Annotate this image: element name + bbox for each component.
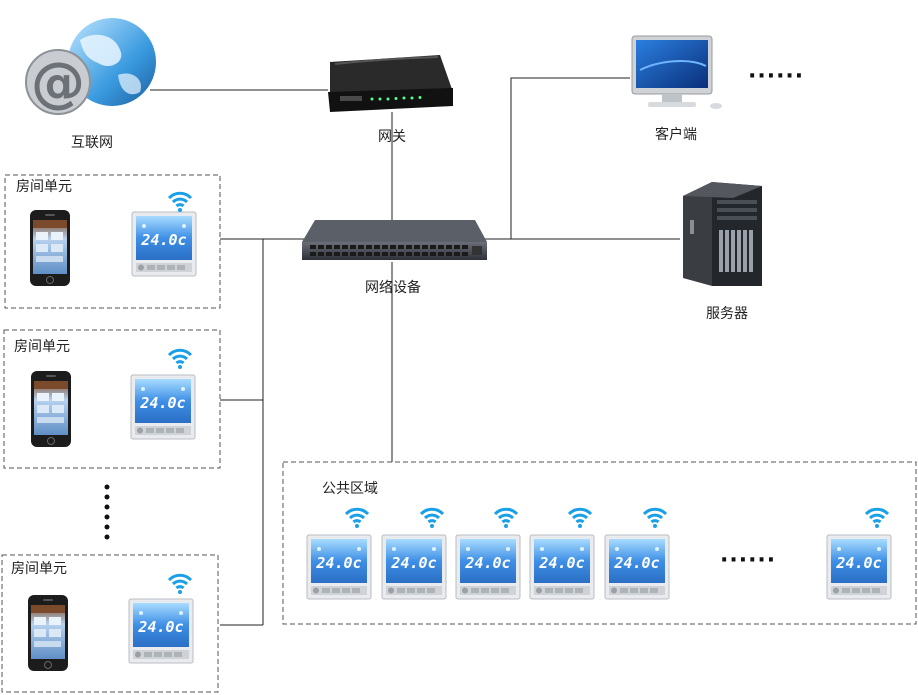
room-unit-label: 房间单元: [14, 339, 70, 355]
wifi-icon: [167, 573, 193, 596]
server-node: 服务器: [683, 182, 762, 322]
network-device-label: 网络设备: [365, 279, 421, 296]
thermostat-icon: [529, 534, 595, 600]
thermostat-icon: [455, 534, 521, 600]
room-unit-border: [1, 554, 219, 693]
globe-icon: @: [25, 18, 156, 115]
thermostat-icon: [604, 534, 670, 600]
client-node: 客户端 ······: [631, 35, 804, 143]
connection-lines: [150, 77, 680, 626]
desktop-computer-icon: [631, 35, 722, 109]
room-unit-label: 房间单元: [16, 179, 72, 195]
smartphone-icon: [29, 209, 71, 287]
room-unit: 房间单元: [4, 174, 221, 309]
client-ellipsis: ······: [748, 64, 804, 89]
public-area-ellipsis: ······: [720, 548, 776, 573]
wifi-icon: [344, 507, 370, 530]
network-device-node: 网络设备: [302, 220, 487, 296]
room-unit: 房间单元: [3, 329, 221, 469]
room-unit-border: [3, 329, 221, 469]
smartphone-icon: [30, 370, 72, 448]
internet-label: 互联网: [71, 135, 113, 151]
thermostat-icon: [306, 534, 372, 600]
room-unit-label: 房间单元: [11, 561, 67, 577]
thermostat-icon: [128, 598, 194, 664]
svg-text:@: @: [31, 51, 85, 114]
room-unit-border: [4, 174, 221, 309]
thermostat-icon: [131, 211, 197, 277]
public-area-label: 公共区域: [322, 481, 378, 497]
smartphone-icon: [27, 594, 69, 672]
thermostat-icon: [826, 534, 892, 600]
server-label: 服务器: [706, 306, 748, 322]
network-switch-icon: [302, 220, 487, 260]
thermostat-icon: [381, 534, 447, 600]
wifi-icon: [642, 507, 668, 530]
wifi-icon: [864, 507, 890, 530]
wifi-icon: [567, 507, 593, 530]
room-unit: 房间单元: [1, 554, 219, 693]
wifi-icon: [167, 191, 193, 214]
public-area-border: [282, 461, 917, 625]
wifi-icon: [419, 507, 445, 530]
thermostat-icon: [130, 374, 196, 440]
wifi-icon: [493, 507, 519, 530]
client-label: 客户端: [655, 126, 697, 143]
gateway-node: 网关: [328, 55, 453, 145]
server-tower-icon: [683, 182, 762, 286]
internet-node: @ 互联网: [25, 18, 156, 151]
gateway-label: 网关: [378, 129, 406, 145]
vertical-ellipsis: [104, 484, 110, 540]
wifi-icon: [167, 348, 193, 371]
public-area: 公共区域 ······: [282, 461, 917, 625]
gateway-icon: [328, 55, 453, 112]
